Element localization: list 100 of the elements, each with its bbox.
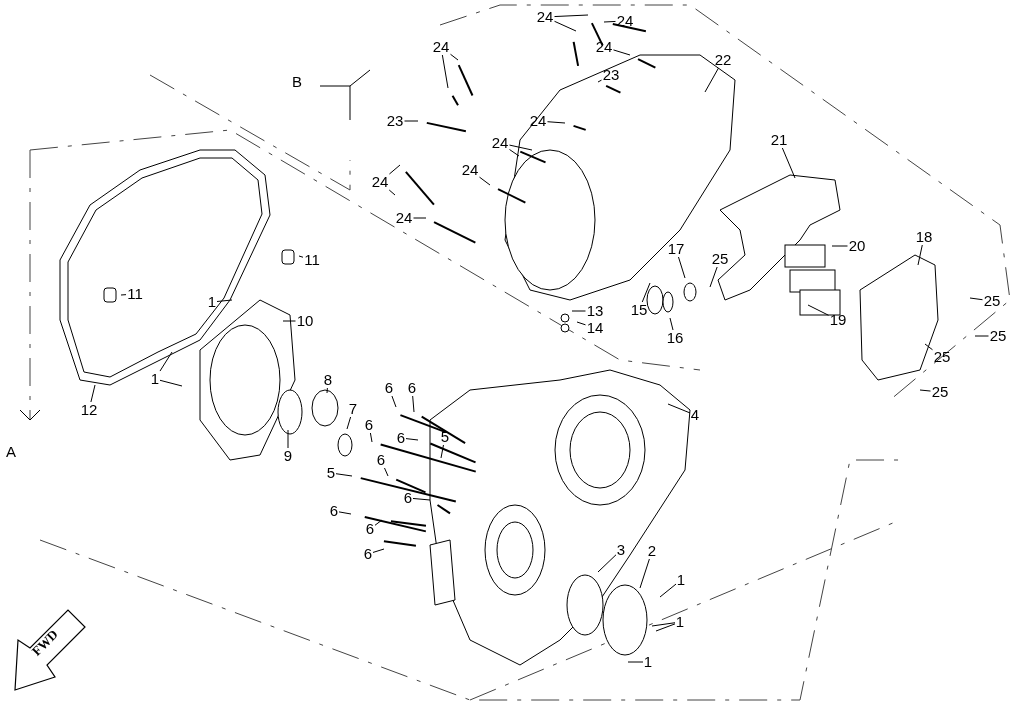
leader-line	[479, 176, 491, 186]
callout-number: 25	[982, 293, 1002, 309]
leader-line	[404, 120, 419, 122]
callout-number: 6	[395, 430, 407, 446]
leader-line	[639, 558, 650, 589]
leader-line	[547, 121, 566, 124]
leader-line	[405, 438, 419, 441]
callout-number: 24	[431, 39, 451, 55]
callout-number: 23	[601, 67, 621, 83]
leader-line	[781, 147, 796, 179]
leader-line	[388, 164, 401, 175]
callout-number: 6	[402, 490, 414, 506]
callout-number: 4	[689, 407, 701, 423]
callout-number: 15	[629, 302, 649, 318]
callout-number: 20	[847, 238, 867, 254]
leader-line	[924, 343, 933, 351]
leader-line	[831, 245, 848, 247]
leader-line	[627, 661, 644, 663]
leader-line	[372, 548, 385, 553]
leader-line	[678, 256, 686, 279]
leader-line	[597, 79, 602, 83]
leader-line	[440, 444, 444, 459]
callout-number: 24	[394, 210, 414, 226]
callout-number: 6	[383, 380, 395, 396]
callout-number: 18	[914, 229, 934, 245]
leader-line	[969, 297, 983, 301]
leader-line	[554, 20, 577, 32]
leader-line	[651, 622, 676, 627]
leader-line	[641, 282, 651, 303]
callout-number: 1	[675, 572, 687, 588]
callout-number: 6	[406, 380, 418, 396]
callout-number: 12	[79, 402, 99, 418]
callout-number: 16	[665, 330, 685, 346]
leader-line	[412, 395, 415, 413]
callout-number: 25	[930, 384, 950, 400]
leader-line	[90, 384, 96, 403]
leader-line	[412, 497, 431, 501]
leader-line	[669, 317, 674, 331]
callout-number: 24	[535, 9, 555, 25]
callout-number: 11	[303, 252, 321, 268]
callout-number: 17	[666, 241, 686, 257]
leader-line	[509, 144, 533, 151]
callout-number: 5	[439, 429, 451, 445]
callout-number: 6	[375, 452, 387, 468]
leader-line	[554, 14, 589, 18]
leader-line	[287, 429, 289, 449]
leader-line	[282, 320, 296, 322]
leader-line	[216, 299, 233, 302]
callout-number: 24	[490, 135, 510, 151]
leader-line	[413, 217, 427, 219]
callout-number: 23	[385, 113, 405, 129]
view-marker: B	[292, 74, 302, 90]
leader-line	[159, 351, 173, 372]
callout-number: 7	[347, 401, 359, 417]
callout-number: 3	[615, 542, 627, 558]
callout-number: 24	[370, 174, 390, 190]
callout-number: 5	[325, 465, 337, 481]
callout-number: 6	[328, 503, 340, 519]
callout-number: 25	[710, 251, 730, 267]
leader-line	[613, 49, 631, 56]
callout-number: 21	[769, 132, 789, 148]
callout-number: 1	[642, 654, 654, 670]
leader-line	[655, 623, 676, 632]
callout-number: 1	[206, 294, 218, 310]
leader-line	[338, 511, 352, 515]
leader-line	[298, 255, 304, 258]
leader-line	[450, 53, 459, 61]
callout-number: 6	[362, 546, 374, 562]
leader-line	[346, 416, 352, 430]
leader-line	[120, 294, 127, 296]
callout-number: 10	[295, 313, 315, 329]
callout-number: 2	[646, 543, 658, 559]
callout-number: 25	[988, 328, 1008, 344]
callout-number: 22	[713, 52, 733, 68]
callout-number: 8	[322, 372, 334, 388]
leader-line	[917, 244, 923, 266]
leader-line	[704, 67, 719, 93]
callout-number: 11	[126, 286, 144, 302]
leader-line	[388, 189, 396, 196]
leader-line	[384, 467, 389, 477]
callout-number: 24	[528, 113, 548, 129]
callout-number: 6	[364, 521, 376, 537]
leader-line	[369, 432, 373, 443]
view-marker: A	[6, 444, 16, 460]
callout-number: 1	[674, 614, 686, 630]
leader-line	[667, 403, 691, 414]
callout-number: 24	[460, 162, 480, 178]
callout-number: 1	[149, 371, 161, 387]
leader-line	[326, 387, 328, 394]
leader-line	[159, 379, 183, 387]
callout-number: 9	[282, 448, 294, 464]
callout-number: 19	[828, 312, 848, 328]
leader-line	[509, 149, 520, 157]
callout-number: 14	[585, 320, 605, 336]
leader-line	[335, 473, 353, 477]
leader-line	[974, 335, 989, 337]
callout-number: 13	[585, 303, 605, 319]
leader-line	[374, 519, 383, 526]
leader-line	[576, 321, 586, 326]
leader-line	[441, 54, 449, 89]
